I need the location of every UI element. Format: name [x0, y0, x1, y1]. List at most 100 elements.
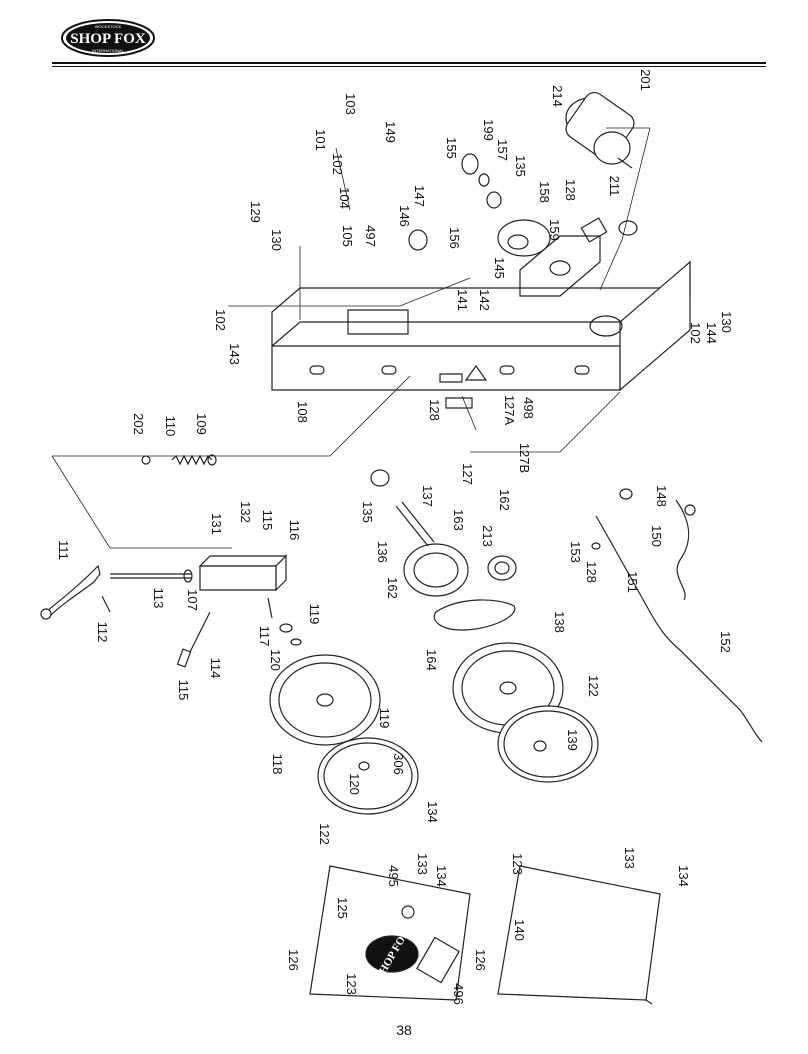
part-label-130: 130 [719, 311, 734, 333]
part-label-133: 133 [622, 847, 637, 869]
part-label-123: 123 [344, 973, 359, 995]
part-label-110: 110 [163, 416, 178, 437]
part-label-133: 133 [415, 853, 430, 875]
part-label-144: 144 [704, 322, 719, 344]
part-callouts: 2142011031011021491551991571352111281041… [56, 69, 734, 1005]
part-label-127A: 127A [502, 395, 517, 426]
lower-tire [497, 705, 599, 783]
logo-graphic: SHOP FOX WOODSTOCK INTERNATIONAL [61, 19, 155, 57]
tension-assembly [40, 454, 302, 668]
part-label-138: 138 [552, 611, 567, 633]
logo-subtext-bottom: INTERNATIONAL [92, 48, 124, 53]
part-label-202: 202 [131, 413, 146, 435]
part-label-145: 145 [492, 257, 507, 279]
part-label-211: 211 [607, 176, 622, 197]
part-label-137: 137 [420, 485, 435, 507]
part-label-150: 150 [649, 525, 664, 547]
part-label-135: 135 [360, 501, 375, 523]
part-label-159: 159 [547, 219, 562, 241]
part-label-497: 497 [363, 225, 378, 247]
part-label-134: 134 [425, 801, 440, 823]
part-label-115: 115 [176, 680, 191, 701]
part-label-105: 105 [340, 225, 355, 247]
part-label-102: 102 [688, 322, 703, 344]
part-label-139: 139 [565, 729, 580, 751]
part-label-199: 199 [481, 119, 496, 141]
part-label-164: 164 [424, 649, 439, 671]
part-label-119: 119 [307, 604, 322, 625]
rear-panel [497, 865, 661, 1005]
part-label-103: 103 [343, 93, 358, 115]
part-label-113: 113 [151, 588, 166, 609]
header-rule-thin [52, 66, 766, 67]
part-label-123: 123 [510, 853, 525, 875]
part-label-152: 152 [718, 631, 733, 653]
part-label-158: 158 [537, 181, 552, 203]
part-label-130: 130 [269, 229, 284, 251]
part-label-163: 163 [451, 509, 466, 531]
part-label-157: 157 [495, 139, 510, 161]
part-label-147: 147 [412, 185, 427, 207]
shop-fox-logo: SHOP FOX WOODSTOCK INTERNATIONAL [60, 18, 156, 58]
part-label-151: 151 [625, 571, 640, 593]
part-label-111: 111 [56, 540, 71, 560]
motor [565, 91, 635, 169]
part-label-126: 126 [473, 949, 488, 971]
part-label-127B: 127B [517, 443, 532, 473]
part-label-128: 128 [563, 179, 578, 201]
part-label-128: 128 [584, 561, 599, 583]
part-label-119: 119 [377, 708, 392, 729]
part-label-131: 131 [209, 513, 224, 535]
part-label-143: 143 [227, 343, 242, 365]
part-label-115: 115 [260, 510, 275, 531]
part-label-120: 120 [347, 773, 362, 795]
page-number: 38 [396, 1022, 412, 1038]
part-label-213: 213 [480, 525, 495, 547]
part-label-134: 134 [434, 865, 449, 887]
part-label-201: 201 [638, 69, 653, 91]
part-label-128: 128 [427, 399, 442, 421]
upper-wheel [269, 654, 381, 746]
part-label-102: 102 [213, 309, 228, 331]
part-label-498: 498 [521, 397, 536, 419]
part-label-132: 132 [238, 501, 253, 523]
part-label-136: 136 [375, 541, 390, 563]
part-label-108: 108 [295, 401, 310, 423]
drive-belt [433, 599, 516, 631]
part-label-134: 134 [676, 865, 691, 887]
part-label-148: 148 [654, 485, 669, 507]
header-rule [52, 62, 766, 64]
part-label-146: 146 [397, 205, 412, 227]
power-cord [591, 488, 763, 743]
part-label-117: 117 [257, 626, 272, 647]
leader-lines [51, 127, 651, 549]
bandsaw-frame [271, 235, 691, 409]
part-label-496: 496 [451, 983, 466, 1005]
part-label-122: 122 [586, 675, 601, 697]
part-label-116: 116 [287, 520, 302, 541]
part-label-120: 120 [268, 649, 283, 671]
part-label-112: 112 [95, 622, 110, 643]
part-label-306: 306 [391, 753, 406, 775]
part-label-118: 118 [270, 754, 285, 775]
part-label-125: 125 [335, 897, 350, 919]
part-label-156: 156 [447, 227, 462, 249]
part-label-126: 126 [286, 949, 301, 971]
logo-subtext-top: WOODSTOCK [95, 24, 122, 29]
part-label-107: 107 [185, 589, 200, 611]
part-label-104: 104 [337, 187, 352, 209]
part-label-162: 162 [497, 489, 512, 511]
part-label-101: 101 [313, 129, 328, 151]
part-label-114: 114 [208, 658, 223, 679]
part-label-495: 495 [386, 865, 401, 887]
part-label-102: 102 [330, 153, 345, 175]
part-label-162: 162 [385, 577, 400, 599]
part-label-122: 122 [317, 823, 332, 845]
part-label-129: 129 [248, 201, 263, 223]
upper-tire [317, 737, 419, 815]
drive-pulley [370, 469, 517, 597]
part-label-109: 109 [194, 413, 209, 435]
part-label-155: 155 [444, 137, 459, 159]
part-label-141: 141 [455, 289, 470, 311]
